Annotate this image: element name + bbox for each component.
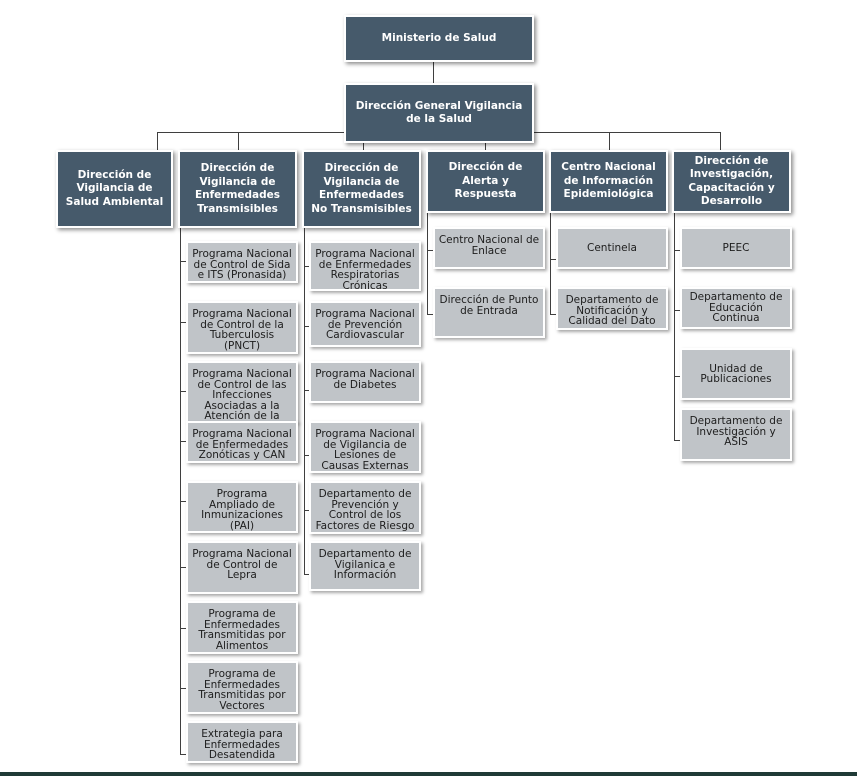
- node-zonoticas[interactable]: Programa Nacional de Enfermedades Zonóti…: [186, 421, 298, 463]
- node-infecciones-asociadas[interactable]: Programa Nacional de Control de las Infe…: [186, 361, 298, 423]
- elbow: [180, 391, 187, 392]
- connector-drop-1: [157, 132, 158, 152]
- connector-drop-6: [720, 132, 721, 152]
- node-lesiones-causas-externas[interactable]: Programa Nacional de Vigilancia de Lesio…: [309, 421, 421, 473]
- node-notificacion-calidad[interactable]: Departamento de Notificación y Calidad d…: [556, 287, 668, 330]
- node-transmitidas-vectores[interactable]: Programa de Enfermedades Transmitidas po…: [186, 661, 298, 714]
- elbow: [304, 326, 310, 327]
- elbow: [674, 376, 681, 377]
- node-pai[interactable]: Programa Ampliado de Inmunizaciones (PAI…: [186, 481, 298, 533]
- node-lepra[interactable]: Programa Nacional de Control de Lepra: [186, 541, 298, 594]
- elbow: [550, 314, 557, 315]
- node-vigilancia-informacion[interactable]: Departamento de Vigilanica e Información: [309, 541, 421, 591]
- node-pnct[interactable]: Programa Nacional de Control de la Tuber…: [186, 301, 298, 354]
- elbow: [180, 628, 187, 629]
- spine-col-5: [550, 212, 551, 314]
- elbow: [674, 440, 681, 441]
- node-direccion-investigacion[interactable]: Dirección de Investigación, Capacitación…: [672, 150, 791, 213]
- elbow: [180, 261, 187, 262]
- node-unidad-publicaciones[interactable]: Unidad de Publicaciones: [680, 348, 792, 400]
- elbow: [427, 314, 434, 315]
- node-investigacion-asis[interactable]: Departamento de Investigación y ASIS: [680, 408, 792, 461]
- node-ministerio-de-salud[interactable]: Ministerio de Salud: [344, 15, 534, 62]
- elbow: [180, 567, 187, 568]
- spine-col-3: [304, 212, 305, 574]
- node-prevencion-cardiovascular[interactable]: Programa Nacional de Prevención Cardiova…: [309, 301, 421, 347]
- node-centro-informacion-epidemiologica[interactable]: Centro Nacional de Información Epidemiol…: [549, 150, 668, 213]
- elbow: [304, 455, 310, 456]
- node-educacion-continua[interactable]: Departamento de Educación Continua: [680, 287, 792, 329]
- node-direccion-transmisibles[interactable]: Dirección de Vigilancia de Enfermedades …: [178, 150, 297, 228]
- elbow: [304, 574, 310, 575]
- node-respiratorias-cronicas[interactable]: Programa Nacional de Enfermedades Respir…: [309, 241, 421, 291]
- node-centro-nacional-enlace[interactable]: Centro Nacional de Enlace: [433, 227, 545, 269]
- spine-col-4: [427, 212, 428, 314]
- connector-root-general: [433, 62, 434, 84]
- elbow: [180, 754, 187, 755]
- node-diabetes[interactable]: Programa Nacional de Diabetes: [309, 361, 421, 403]
- elbow: [304, 510, 310, 511]
- node-factores-riesgo[interactable]: Departamento de Prevención y Control de …: [309, 481, 421, 534]
- elbow: [427, 250, 434, 251]
- elbow: [180, 322, 187, 323]
- node-punto-de-entrada[interactable]: Dirección de Punto de Entrada: [433, 287, 545, 338]
- node-desatendidas[interactable]: Extrategia para Enfermedades Desatendida: [186, 721, 298, 763]
- connector-drop-5: [609, 132, 610, 152]
- elbow: [180, 688, 187, 689]
- elbow: [180, 501, 187, 502]
- page-bottom-bar: [0, 772, 857, 776]
- elbow: [674, 310, 681, 311]
- node-direccion-general[interactable]: Dirección General Vigilancia de la Salud: [344, 83, 534, 143]
- elbow: [180, 441, 187, 442]
- connector-drop-2: [238, 132, 239, 152]
- node-transmitidas-alimentos[interactable]: Programa de Enfermedades Transmitidas po…: [186, 601, 298, 654]
- node-pronasida[interactable]: Programa Nacional de Control de Sida e I…: [186, 241, 298, 283]
- node-direccion-no-transmisibles[interactable]: Dirección de Vigilancia de Enfermedades …: [302, 150, 421, 228]
- elbow: [304, 266, 310, 267]
- node-centinela[interactable]: Centinela: [556, 227, 668, 269]
- elbow: [550, 259, 557, 260]
- node-peec[interactable]: PEEC: [680, 227, 792, 269]
- spine-col-2: [180, 212, 181, 754]
- node-direccion-alerta-respuesta[interactable]: Dirección de Alerta y Respuesta: [426, 150, 545, 213]
- elbow: [674, 250, 681, 251]
- node-direccion-salud-ambiental[interactable]: Dirección de Vigilancia de Salud Ambient…: [56, 150, 173, 228]
- spine-col-6: [674, 212, 675, 440]
- elbow: [304, 390, 310, 391]
